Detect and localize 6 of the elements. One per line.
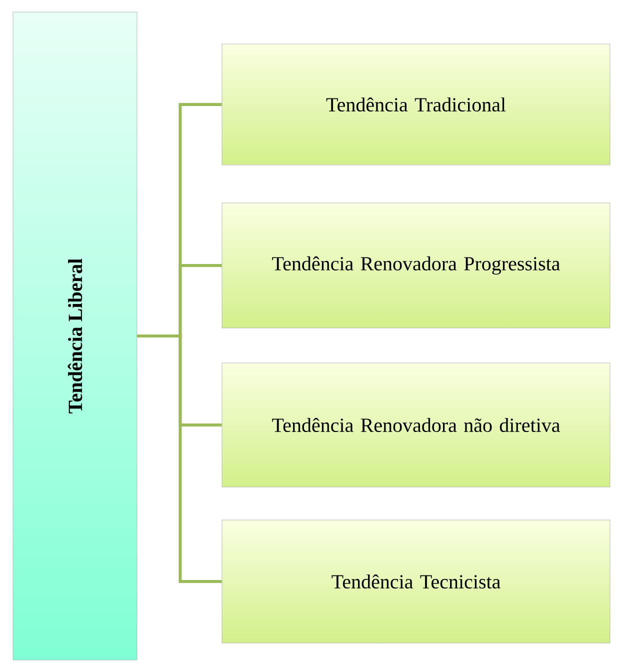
topic-box: Tendência Tecnicista — [222, 520, 610, 644]
connector — [137, 334, 222, 583]
topic-box: Tendência Tradicional — [222, 44, 610, 166]
topic-box: Tendência Renovadora Progressista — [222, 202, 610, 328]
vertical-box: Tendência Liberal — [12, 12, 138, 660]
topic-box: Tendência Renovadora não diretiva — [222, 362, 610, 488]
